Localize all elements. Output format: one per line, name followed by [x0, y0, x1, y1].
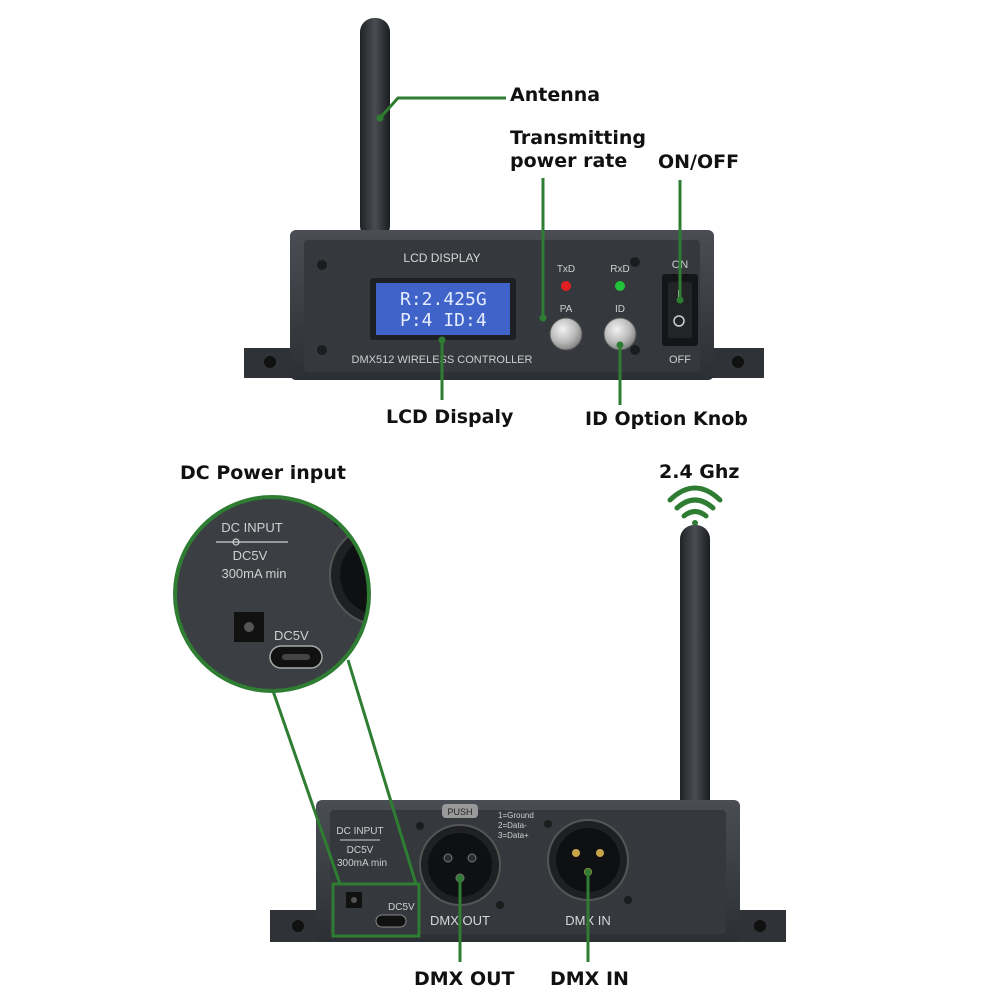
pin-3-label: 3=Data+ — [498, 831, 529, 840]
pa-knob — [549, 317, 583, 351]
rear-antenna — [680, 525, 710, 870]
on-off-callout: ON/OFF — [658, 151, 740, 173]
front-device: LCD DISPLAY R:2.425G P:4 ID:4 DMX512 WIR… — [244, 18, 764, 380]
zoom-leader-lines — [270, 659, 418, 885]
dc-power-input-callout: DC Power input — [180, 462, 346, 484]
dmx-out-callout: DMX OUT — [414, 968, 515, 990]
pin-2-label: 2=Data- — [498, 821, 527, 830]
rear-device: DC INPUT DC5V 300mA min DC5V 1=Ground 2=… — [270, 525, 786, 942]
lcd-display-callout: LCD Dispaly — [386, 406, 514, 428]
transmitting-callout: Transmitting power rate — [510, 127, 660, 173]
rear-dc-current: 300mA min — [337, 858, 387, 869]
antenna-leader — [378, 96, 506, 120]
signal-waves-icon — [667, 485, 723, 526]
zoom-dc-input: DC INPUT — [221, 520, 282, 535]
rxd-label: RxD — [610, 264, 629, 275]
rear-dc-input: DC INPUT — [336, 826, 383, 837]
transmitting-callout-line-1: Transmitting — [510, 127, 647, 149]
antenna-callout: Antenna — [510, 84, 601, 106]
dmx-in-callout: DMX IN — [550, 968, 629, 990]
id-option-knob-callout: ID Option Knob — [585, 408, 748, 430]
screw — [630, 257, 640, 267]
zoom-dc-current: 300mA min — [221, 566, 286, 581]
zoom-inset: DC INPUT DC5V 300mA min DC5V — [173, 495, 371, 693]
dc-highlight-box — [331, 882, 421, 938]
screw — [317, 260, 327, 270]
lcd-screen — [376, 283, 510, 335]
id-label: ID — [615, 304, 625, 315]
txd-label: TxD — [557, 264, 575, 275]
front-antenna — [360, 18, 390, 240]
screw — [630, 345, 640, 355]
rear-dc-voltage: DC5V — [347, 845, 374, 856]
push-tab — [442, 804, 478, 818]
lcd-line-2: P:4 ID:4 — [400, 310, 487, 331]
transmitting-callout-line-2: power rate — [510, 149, 628, 172]
zoom-port-label: DC5V — [274, 628, 309, 643]
zoom-ring — [173, 495, 371, 693]
switch-off-label: OFF — [669, 354, 691, 366]
top-callout-lines — [376, 96, 684, 405]
pin-1-label: 1=Ground — [498, 811, 534, 820]
zoom-dc-voltage: DC5V — [233, 548, 268, 563]
frequency-callout: 2.4 Ghz — [659, 461, 740, 483]
lcd-header: LCD DISPLAY — [403, 251, 480, 265]
pa-label: PA — [560, 304, 573, 315]
rxd-led — [615, 281, 625, 291]
lcd-line-1: R:2.425G — [400, 289, 487, 310]
push-label: PUSH — [447, 807, 472, 817]
rear-usb-c-port — [375, 914, 407, 928]
screw — [317, 345, 327, 355]
rear-port-label: DC5V — [388, 902, 415, 913]
txd-led — [561, 281, 571, 291]
bottom-callout-lines — [456, 868, 592, 962]
